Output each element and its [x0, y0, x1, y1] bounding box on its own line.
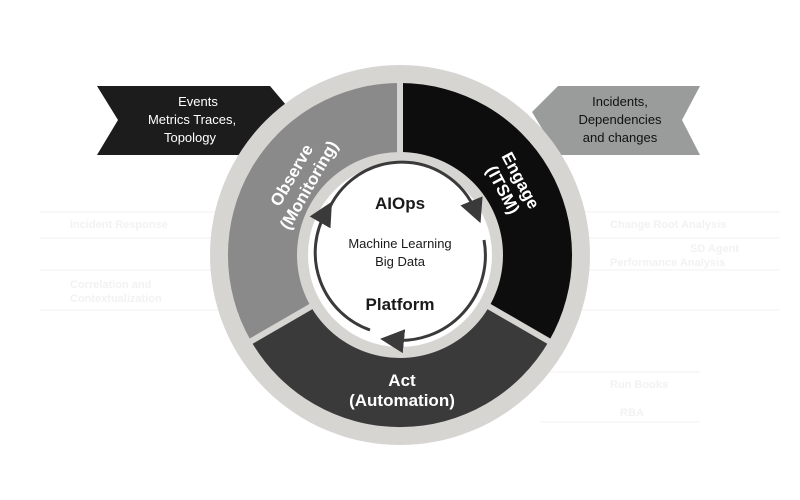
act-sublabel: (Automation)	[349, 391, 455, 410]
ghost-label-right-2: SD Agent	[690, 243, 739, 255]
ghost-label-right-3: Performance Analysis	[610, 257, 725, 269]
arrow-left	[309, 201, 371, 332]
left-banner-line-3: Topology	[164, 130, 217, 145]
ghost-label-right-4: Run Books	[610, 379, 668, 391]
center-line-1: Machine Learning	[348, 236, 451, 251]
center-title: AIOps	[375, 194, 425, 213]
ghost-label-left-1: Incident Response	[70, 219, 168, 231]
center-platform: Platform	[366, 295, 435, 314]
right-banner-line-2: Dependencies	[578, 112, 662, 127]
ghost-label-right-1: Change Root Analysis	[610, 219, 726, 231]
right-banner	[532, 86, 700, 155]
center-circle	[308, 163, 492, 347]
left-banner-line-2: Metrics Traces,	[148, 112, 236, 127]
arrow-top	[323, 160, 483, 224]
ghost-label-right-5: RBA	[620, 407, 644, 419]
left-banner	[97, 86, 297, 155]
act-label: Act	[388, 371, 416, 390]
center-line-2: Big Data	[375, 254, 426, 269]
cycle-arrows	[309, 160, 487, 354]
ghost-label-left-2: Correlation and	[70, 279, 151, 291]
ghost-label-left-3: Contextualization	[70, 293, 162, 305]
arrow-bottom	[380, 239, 487, 354]
right-banner-line-1: Incidents,	[592, 94, 648, 109]
left-banner-line-1: Events	[178, 94, 218, 109]
right-banner-line-3: and changes	[583, 130, 658, 145]
